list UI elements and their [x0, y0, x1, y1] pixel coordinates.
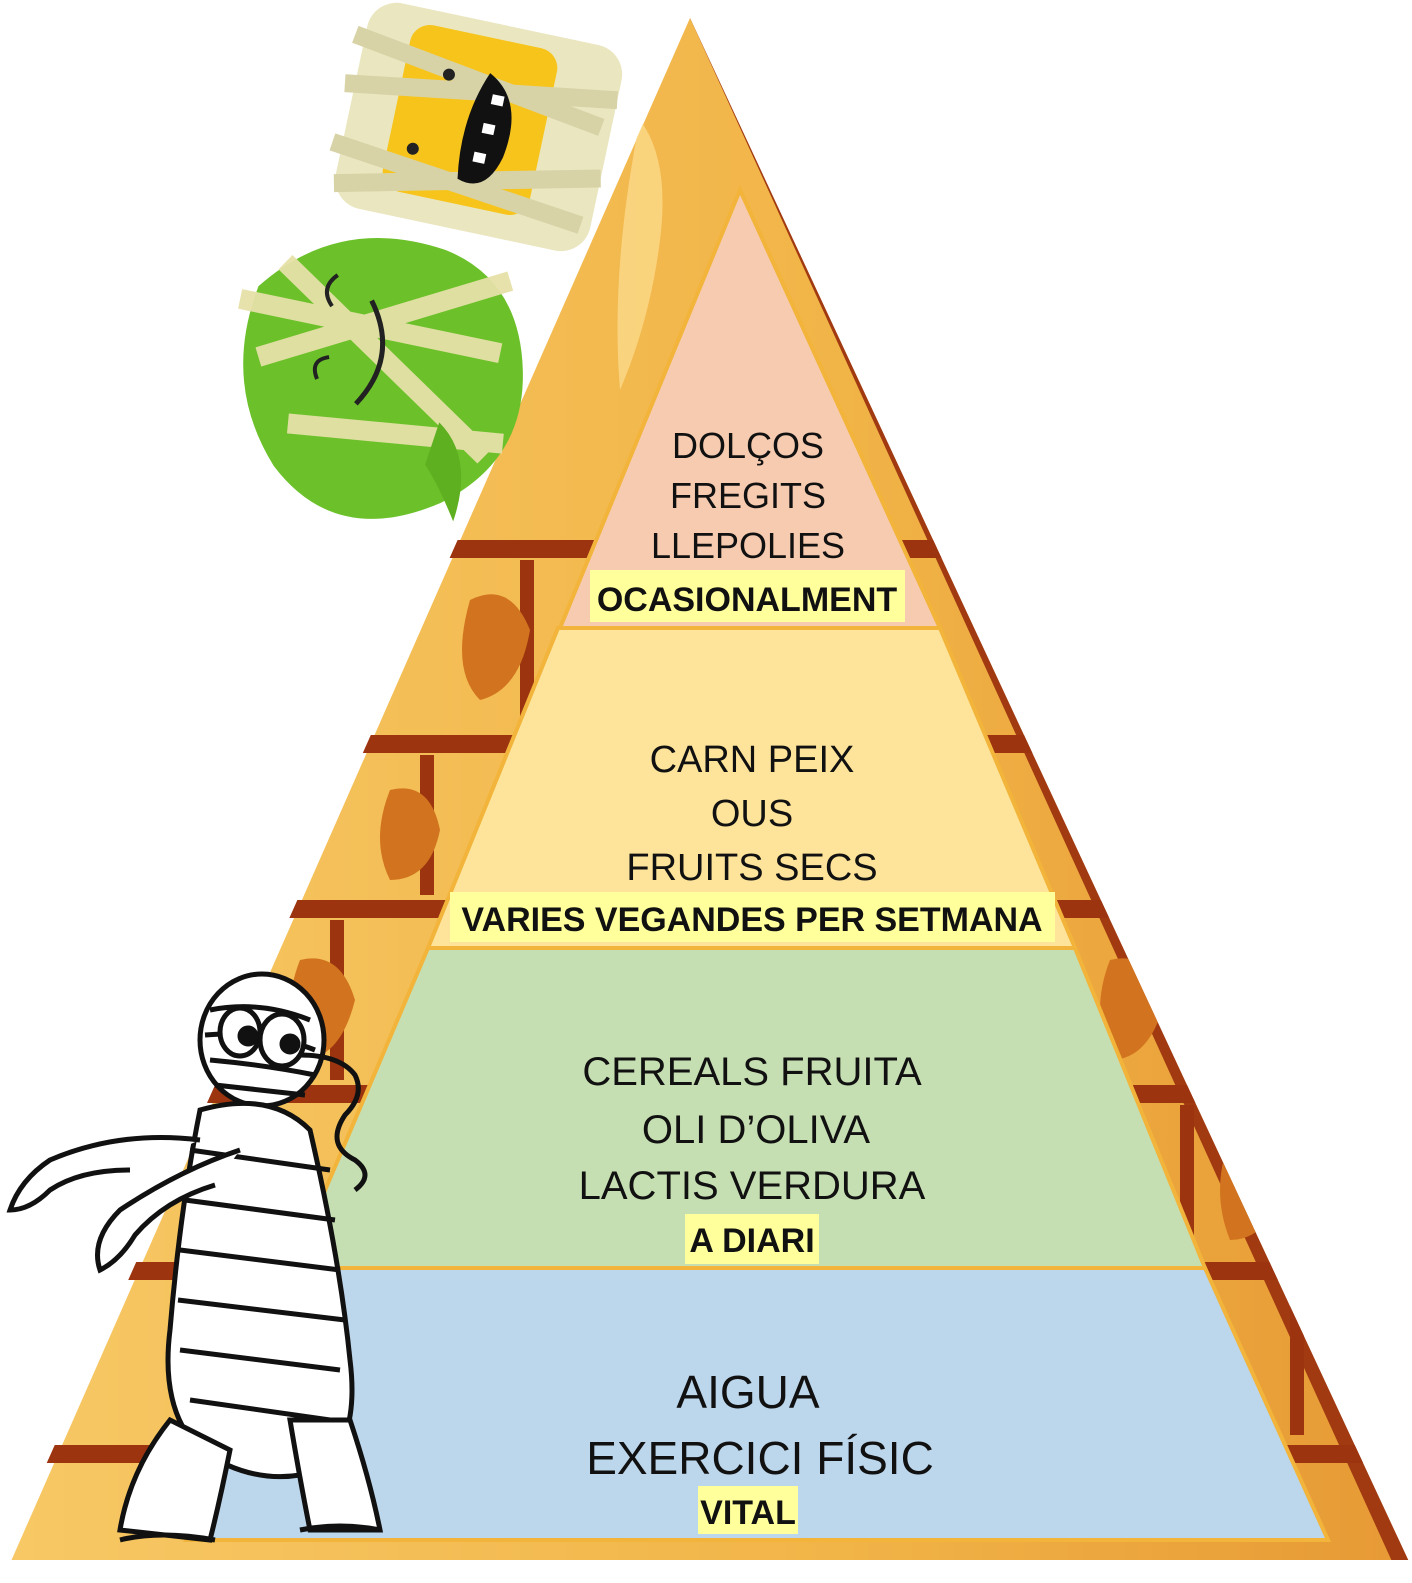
- yellow-mummy-monster-icon: [320, 0, 628, 257]
- tier-base-line-2: EXERCICI FÍSIC: [586, 1432, 934, 1484]
- tier-top-line-3: LLEPOLIES: [651, 525, 845, 566]
- tier-third-line-2: OLI D’OLIVA: [642, 1108, 871, 1152]
- tier-third-line-3: LACTIS VERDURA: [579, 1164, 926, 1208]
- tier-third-frequency: A DIARI: [689, 1222, 814, 1260]
- tier-third-line-1: CEREALS FRUITA: [582, 1050, 922, 1094]
- tier-base-line-1: AIGUA: [676, 1366, 819, 1418]
- tier-top-line-2: FREGITS: [670, 475, 826, 516]
- tier-second-line-1: CARN PEIX: [650, 739, 855, 781]
- tier-top-line-1: DOLÇOS: [672, 425, 824, 466]
- tier-second-line-3: FRUITS SECS: [626, 847, 877, 889]
- tier-second-frequency: VARIES VEGANDES PER SETMANA: [461, 901, 1042, 939]
- tier-second-line-2: OUS: [711, 793, 793, 835]
- tier-top-frequency: OCASIONALMENT: [597, 581, 898, 619]
- tier-base-frequency: VITAL: [700, 1494, 796, 1532]
- ground-strip: [0, 1560, 1412, 1578]
